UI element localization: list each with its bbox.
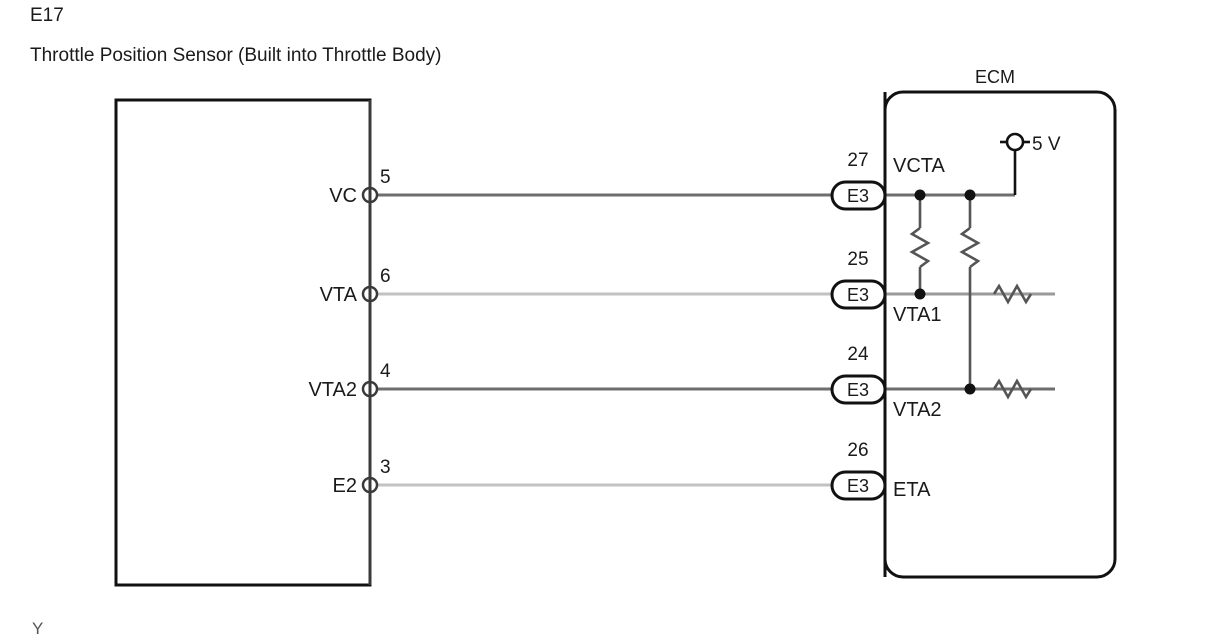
ecm-signal-vcta: VCTA: [893, 155, 946, 177]
ecm-title-label: ECM: [975, 67, 1015, 87]
page-bottom-artifact: Y: [32, 619, 44, 634]
resistor-vcta-vta1: [909, 226, 931, 269]
connector-label-e3-25: E3: [847, 285, 869, 305]
sensor-pin-vta: 6: [380, 266, 391, 287]
component-title-label: Throttle Position Sensor (Built into Thr…: [30, 45, 442, 66]
ecm-pin-24: 24: [847, 344, 869, 365]
sensor-body-box: [114, 98, 372, 587]
junction-dot-vta2: [964, 383, 976, 395]
junction-dot-vta1: [914, 288, 926, 300]
sensor-label-vc: VC: [329, 185, 357, 207]
supply-terminal-5v-icon: [1005, 132, 1025, 152]
ecm-signal-vta2: VTA2: [893, 399, 942, 421]
sensor-label-e2: E2: [333, 475, 357, 497]
resistor-vta2-series: [992, 378, 1033, 400]
ecm-pin-26: 26: [847, 440, 868, 461]
connector-label-e3-24: E3: [847, 380, 869, 400]
junction-dot-vcta-r1: [914, 189, 926, 201]
sensor-label-vta: VTA: [320, 284, 358, 306]
sensor-pin-vc: 5: [380, 167, 391, 188]
sensor-pin-vta2: 4: [380, 361, 391, 382]
connector-label-e3-27: E3: [847, 186, 869, 206]
sensor-label-vta2: VTA2: [308, 379, 357, 401]
resistor-5v-vta2: [959, 226, 981, 269]
circuit-e2: E2 3 26 E3 ETA: [333, 440, 932, 501]
junction-dot-vcta-r2: [964, 189, 976, 201]
supply-voltage-label: 5 V: [1032, 134, 1061, 155]
connector-id-label: E17: [30, 5, 64, 26]
sensor-pin-e2: 3: [380, 457, 391, 478]
ecm-signal-eta: ETA: [893, 479, 931, 501]
ecm-signal-vta1: VTA1: [893, 304, 942, 326]
connector-label-e3-26: E3: [847, 476, 869, 496]
resistor-vta1-series: [992, 283, 1033, 305]
ecm-pin-27: 27: [847, 150, 868, 171]
ecm-pin-25: 25: [847, 249, 868, 270]
